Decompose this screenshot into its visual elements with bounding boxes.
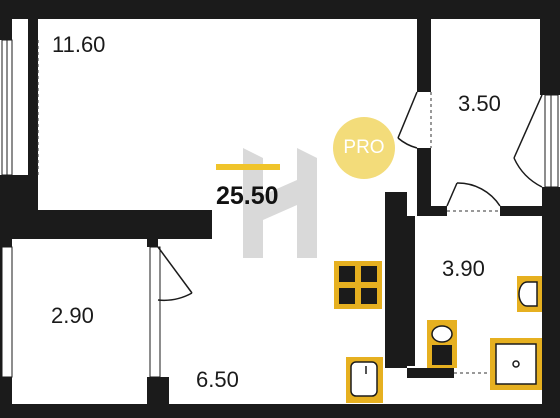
wall-bathroom-bottom — [407, 368, 454, 378]
wall-bathroom-left — [407, 216, 415, 366]
total-area-accent — [216, 164, 280, 170]
living-room-area-label: 11.60 — [52, 32, 106, 57]
door-swing-icon — [397, 91, 418, 149]
wall-bottom — [0, 404, 560, 418]
window-icon — [1, 39, 13, 176]
stove-icon — [334, 261, 382, 309]
pro-badge-label: PRO — [343, 137, 385, 158]
bathroom-area-label: 3.90 — [442, 256, 485, 281]
door-swing-icon — [446, 182, 501, 207]
pro-badge: PRO — [333, 117, 395, 179]
toilet-icon — [427, 320, 457, 368]
wall-balcony-right-upper — [147, 239, 158, 247]
wall-kitchen-right — [385, 192, 407, 368]
wall-partition-horizontal — [0, 210, 212, 239]
wall-top — [0, 0, 560, 19]
total-area-label: 25.50 — [216, 182, 279, 210]
wall-left-upper-inner — [28, 19, 38, 175]
washbasin-icon — [517, 276, 542, 312]
wall-loggia-bottom-right — [500, 206, 560, 216]
window-icon — [544, 94, 559, 188]
wall-loggia-bottom — [417, 206, 447, 216]
wall-loggia-left-lower — [417, 148, 431, 206]
wall-left-pier — [0, 175, 38, 212]
hallway-area-label: 6.50 — [196, 367, 239, 392]
shower-icon — [490, 338, 542, 390]
wall-loggia-left-upper — [417, 19, 431, 92]
window-icon — [149, 246, 161, 378]
wall-right-lower — [542, 187, 560, 418]
door-swing-icon — [513, 94, 543, 188]
openings — [37, 40, 500, 374]
window-icon — [1, 246, 13, 378]
wall-left-upper — [0, 0, 12, 40]
door-swing-icon — [157, 246, 193, 302]
watermark-logo-icon — [243, 148, 317, 258]
sink-icon — [346, 357, 383, 403]
balcony-area-label: 2.90 — [51, 303, 94, 328]
loggia-area-label: 3.50 — [458, 91, 501, 116]
wall-right-upper — [540, 19, 560, 95]
